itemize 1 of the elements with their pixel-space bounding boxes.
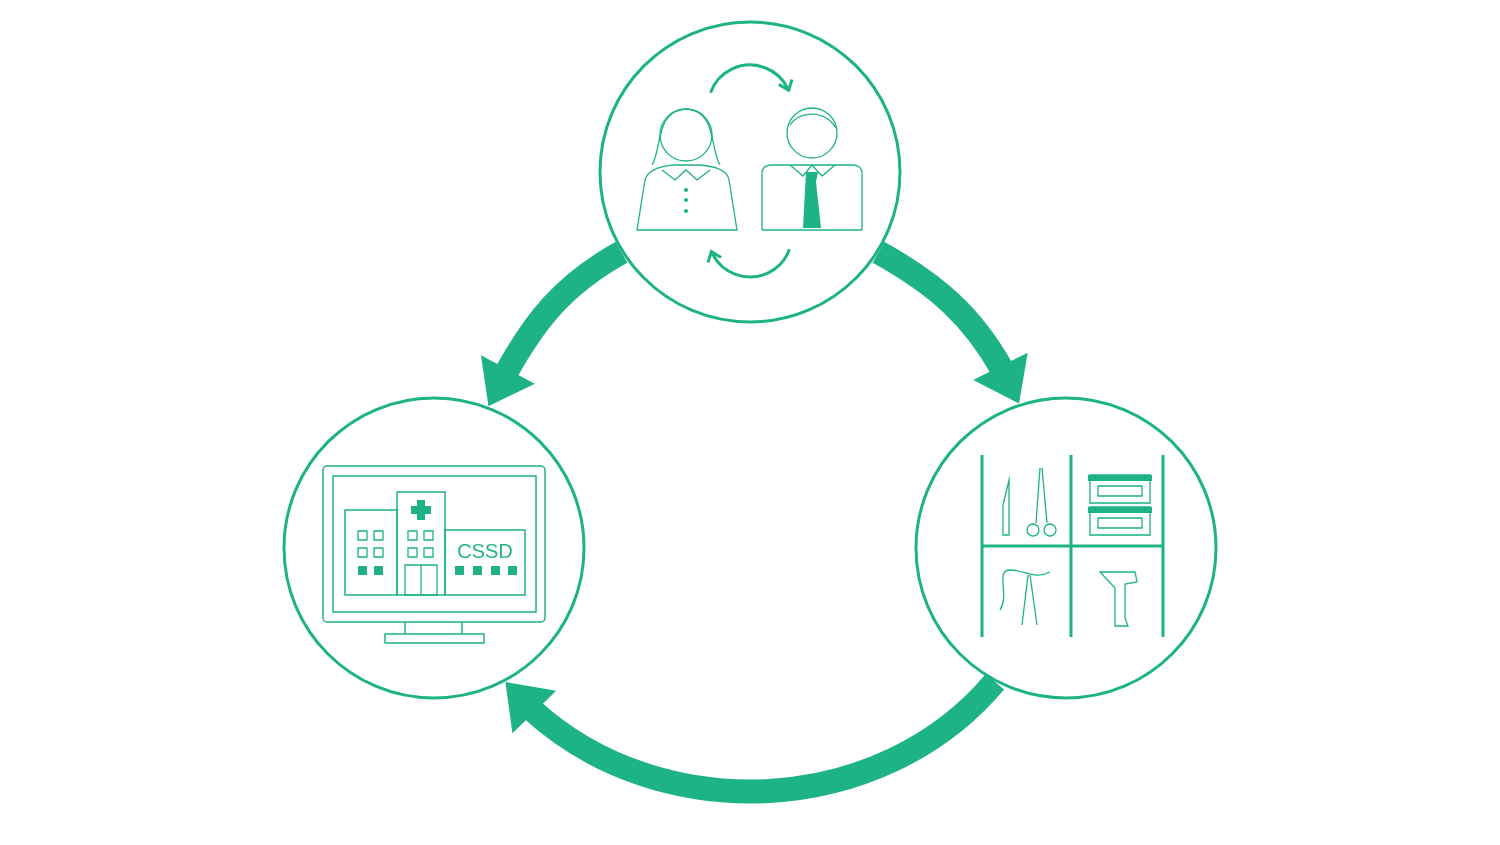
sign-text: CSSD xyxy=(458,543,512,559)
